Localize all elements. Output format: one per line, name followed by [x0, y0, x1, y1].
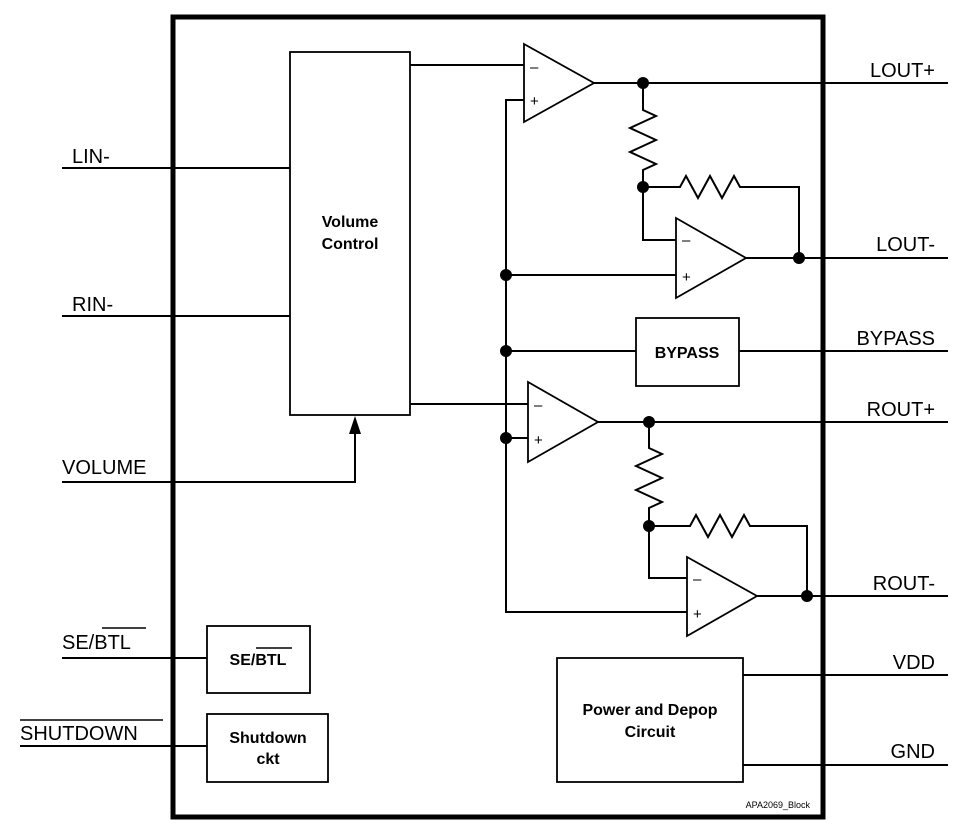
svg-text:+: +	[693, 606, 702, 623]
node-rail-amp2	[500, 269, 512, 281]
node-rail-amp3	[500, 432, 512, 444]
pin-label-vdd: VDD	[893, 652, 935, 674]
pin-label-gnd: GND	[891, 741, 935, 763]
shutdown-block-label-2: ckt	[256, 751, 280, 768]
figure-id: APA2069_Block	[746, 800, 811, 810]
node-rout-minus	[801, 590, 813, 602]
pin-label-bypass: BYPASS	[856, 328, 935, 350]
volume-control-block: Volume Control	[289, 51, 411, 416]
shutdown-block-label-1: Shutdown	[229, 730, 306, 747]
amp-rout-plus: – +	[527, 380, 600, 464]
pin-lin: LIN-	[62, 146, 290, 169]
pin-volume: VOLUME	[62, 416, 361, 483]
volume-control-label-1: Volume	[322, 214, 379, 231]
pin-label-lout-plus: LOUT+	[870, 60, 935, 82]
pin-label-shutdown: SHUTDOWN	[20, 723, 138, 745]
se-btl-block: SE/BTL	[206, 625, 311, 694]
power-depop-block: Power and Depop Circuit	[556, 657, 744, 783]
svg-text:+: +	[530, 93, 539, 110]
svg-text:–: –	[682, 232, 691, 249]
volume-control-label-2: Control	[322, 236, 379, 253]
amp-lout-plus: – +	[523, 42, 596, 124]
se-btl-block-label: SE/BTL	[230, 652, 287, 669]
chip-outline	[170, 14, 826, 820]
pin-rin: RIN-	[62, 294, 290, 317]
pin-label-se-btl: SE/BTL	[62, 632, 131, 654]
pin-label-volume: VOLUME	[62, 457, 146, 479]
resistor-l2	[643, 173, 800, 257]
power-block-label-1: Power and Depop	[582, 702, 717, 719]
pin-label-rout-plus: ROUT+	[867, 399, 935, 421]
svg-text:–: –	[693, 571, 702, 588]
pin-se-btl: SE/BTL	[62, 627, 207, 659]
pin-shutdown: SHUTDOWN	[20, 719, 207, 747]
node-rail-bypass	[500, 345, 512, 357]
bypass-block: BYPASS	[635, 317, 740, 387]
pin-label-rout-minus: ROUT-	[873, 573, 935, 595]
amp-lout-minus: – +	[675, 216, 748, 300]
volume-arrow-icon	[349, 416, 361, 434]
power-block-label-2: Circuit	[625, 724, 676, 741]
svg-text:–: –	[530, 59, 539, 76]
pin-label-lout-minus: LOUT-	[876, 234, 935, 256]
resistor-r1	[633, 422, 665, 526]
pin-label-rin: RIN-	[72, 294, 113, 316]
pin-label-lin: LIN-	[72, 146, 110, 168]
amp-rout-minus: – +	[686, 555, 759, 638]
node-lout-minus	[793, 252, 805, 264]
svg-text:+: +	[534, 432, 543, 449]
resistor-l1	[627, 83, 659, 187]
svg-text:–: –	[534, 397, 543, 414]
resistor-r2	[649, 512, 808, 596]
svg-text:+: +	[682, 269, 691, 286]
bypass-block-label: BYPASS	[655, 345, 720, 362]
shutdown-block: Shutdown ckt	[206, 713, 329, 783]
